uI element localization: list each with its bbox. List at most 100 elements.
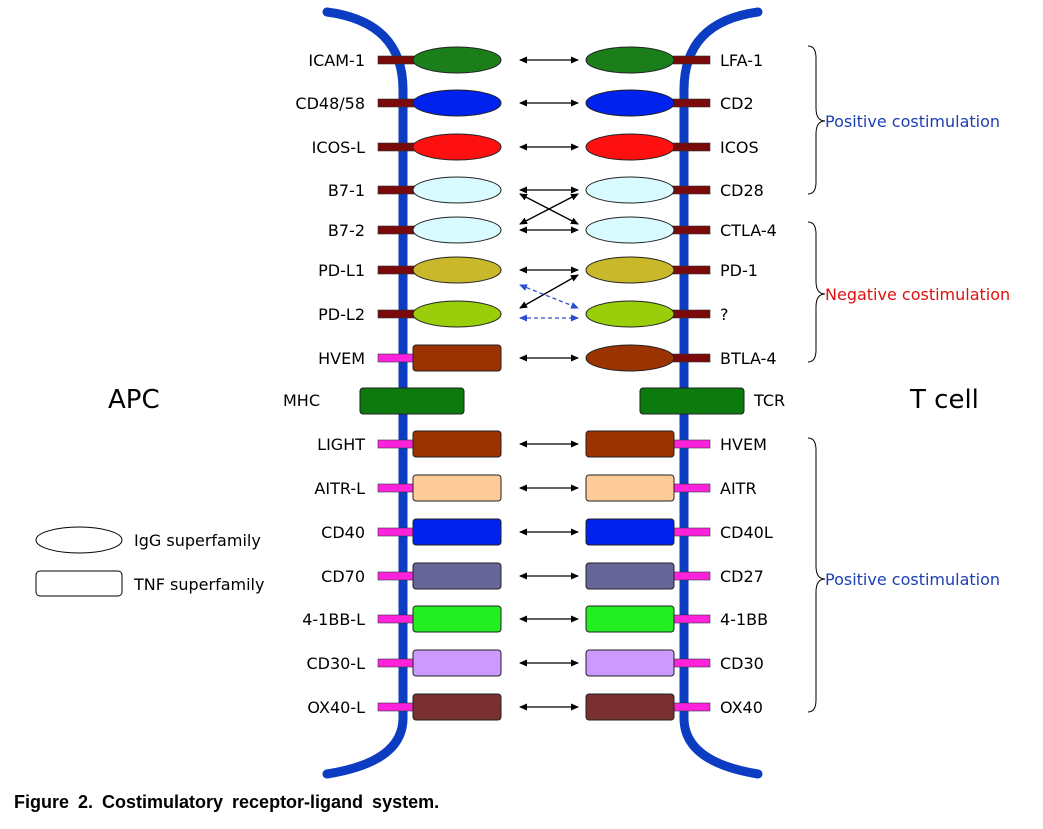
tcell-membrane [679,7,763,779]
receptor-label: CD27 [720,567,764,586]
molecule-b7-2 [412,216,502,244]
stalk-ox40-l [377,702,417,712]
ligand-label: CD48/58 [295,94,365,113]
receptor-label: CD2 [720,94,754,113]
receptor-label: 4-1BB [720,610,768,629]
stalk-icos [671,142,711,152]
stalk-cd30-l [377,658,417,668]
ligand-label: LIGHT [317,435,365,454]
ligand-label: B7-1 [328,181,365,200]
molecule-ox40-l [412,693,502,721]
molecule-cd40 [412,518,502,546]
receptor-label: ? [720,305,729,324]
stalk-cd27 [671,571,711,581]
stalk-cd2 [671,98,711,108]
receptor-label: HVEM [720,435,767,454]
molecule-hvem [585,430,675,458]
stalk-lfa-1 [671,55,711,65]
molecule-icam-1 [412,46,502,74]
receptor-label: PD-1 [720,261,758,280]
molecule-cd2 [585,89,675,117]
brace-negative [807,221,826,363]
pd-l1-unknown-dashed-arrow [519,284,579,309]
molecule-cd30-l [412,649,502,677]
receptor-label: CD40L [720,523,773,542]
group-label-negative: Negative costimulation [825,285,1010,304]
stalk-pd-l2 [377,309,417,319]
stalk-btla-4 [671,353,711,363]
molecule-cd28 [585,176,675,204]
receptor-label: CTLA-4 [720,221,777,240]
stalk-pd-l1 [377,265,417,275]
ligand-label: ICAM-1 [308,51,365,70]
receptor-label: CD30 [720,654,764,673]
stalk-hvem [377,353,417,363]
stalk-cd30 [671,658,711,668]
ligand-label: CD30-L [306,654,365,673]
molecule-cd27 [585,562,675,590]
apc-label: APC [108,385,160,415]
molecule-pd-l2 [412,300,502,328]
stalk-light [377,439,417,449]
stalk-cd40 [377,527,417,537]
mhc-label: MHC [283,391,320,410]
group-label-word: costimulation [902,285,1010,304]
ligand-label: CD70 [321,567,365,586]
molecule-pd-l1 [412,256,502,284]
molecule-icos [585,133,675,161]
tcell-label: T cell [909,385,979,415]
stalk-b7-2 [377,225,417,235]
brace-positive-top [807,45,826,195]
receptor-label: AITR [720,479,757,498]
molecule-hvem [412,344,502,372]
receptor-label: BTLA-4 [720,349,777,368]
stalk-cd40l [671,527,711,537]
ligand-label: PD-L2 [318,305,365,324]
ligand-label: PD-L1 [318,261,365,280]
molecule-aitr [585,474,675,502]
brace-positive-bottom [807,437,826,713]
ligand-label: OX40-L [307,698,365,717]
molecule-unknown [585,300,675,328]
tcr-block [639,387,745,415]
molecule-icos-l [412,133,502,161]
legend-igg-ellipse [35,526,123,554]
receptor-label: ICOS [720,138,759,157]
group-label-word: costimulation [892,112,1000,131]
stalk-cd70 [377,571,417,581]
ligand-label: AITR-L [314,479,365,498]
stalk-cd48-58 [377,98,417,108]
group-label-positive-bottom: Positive costimulation [825,570,1000,589]
receptor-label: CD28 [720,181,764,200]
group-label-prefix: Positive [825,112,892,131]
molecule-4-1bb-l [412,605,502,633]
legend-igg-label: IgG superfamily [134,531,261,550]
ligand-label: 4-1BB-L [302,610,365,629]
group-label-prefix: Negative [825,285,902,304]
pd-l2-pd-1-arrow [519,274,579,309]
ligand-label: CD40 [321,523,365,542]
stalk-b7-1 [377,185,417,195]
stalk-unknown [671,309,711,319]
stalk-hvem [671,439,711,449]
stalk-icam-1 [377,55,417,65]
group-label-word: costimulation [892,570,1000,589]
receptor-label: LFA-1 [720,51,763,70]
molecule-ox40 [585,693,675,721]
stalk-ctla-4 [671,225,711,235]
molecule-lfa-1 [585,46,675,74]
molecule-b7-1 [412,176,502,204]
molecule-aitr-l [412,474,502,502]
stalk-4-1bb [671,614,711,624]
molecule-cd70 [412,562,502,590]
b7-2-cd28-arrow [519,193,579,225]
stalk-ox40 [671,702,711,712]
molecule-cd48-58 [412,89,502,117]
ligand-label: ICOS-L [312,138,365,157]
stalk-cd28 [671,185,711,195]
mhc-block [359,387,465,415]
legend-tnf-label: TNF superfamily [133,575,264,594]
group-label-prefix: Positive [825,570,892,589]
molecule-btla-4 [585,344,675,372]
